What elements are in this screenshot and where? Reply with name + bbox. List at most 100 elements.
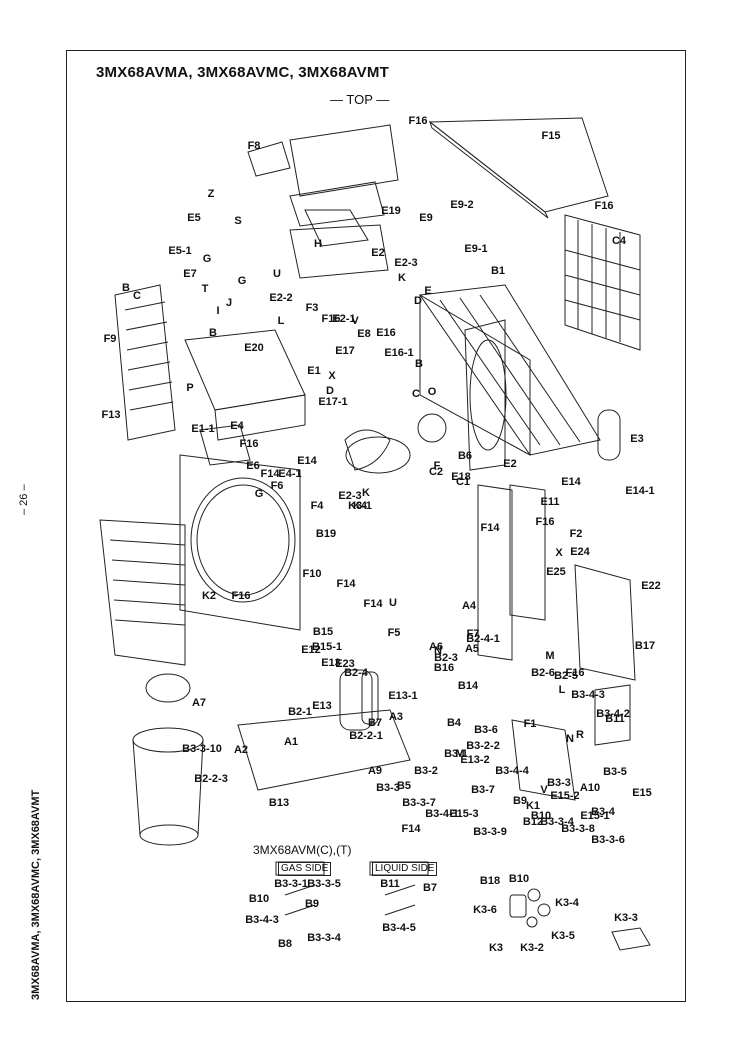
part-label: C2 [428, 466, 444, 478]
part-label: E7 [183, 268, 197, 280]
part-label: E11 [540, 496, 560, 508]
part-label: E9-1 [464, 243, 488, 255]
part-label: S [234, 215, 242, 227]
part-label: F16 [321, 313, 341, 325]
part-label: B18 [479, 875, 501, 887]
part-label: E9 [419, 212, 433, 224]
part-label: C1 [455, 476, 471, 488]
part-label: E [424, 285, 432, 297]
part-label: R [576, 729, 584, 741]
part-label: B3-3-4 [540, 816, 574, 828]
part-label: B2-6 [531, 667, 555, 679]
part-label: E14-1 [625, 485, 655, 497]
part-label: E23 [335, 658, 355, 670]
part-label: B3-3 [547, 777, 571, 789]
part-label: B3-2 [414, 765, 438, 777]
part-label: H [314, 238, 322, 250]
part-label: B7 [367, 717, 383, 729]
diagram-frame [66, 50, 686, 1002]
part-label: B3-4-4 [495, 765, 529, 777]
part-label: K [398, 272, 406, 284]
part-label: K3-5 [551, 930, 575, 942]
part-label: E1-1 [191, 423, 215, 435]
part-label: E6 [246, 460, 260, 472]
part-label: G [254, 488, 264, 500]
part-label: A3 [388, 711, 404, 723]
gas-side-label: GAS SIDE [278, 862, 332, 876]
part-label: B3-3-5 [307, 878, 341, 890]
part-label: U [389, 597, 397, 609]
part-label: B3-4-2 [596, 708, 630, 720]
part-label: J [225, 297, 233, 309]
part-label: E14 [297, 455, 317, 467]
part-label: B2-3 [434, 652, 458, 664]
part-label: F5 [387, 627, 401, 639]
part-label: E13-1 [388, 690, 418, 702]
part-label: A10 [579, 782, 601, 794]
part-label: E3 [630, 433, 644, 445]
part-label: B13 [268, 797, 290, 809]
part-label: B15 [312, 626, 334, 638]
part-label: B6 [457, 450, 473, 462]
part-label: E15-3 [449, 808, 479, 820]
part-label: V [540, 784, 548, 796]
part-label: F7 [466, 628, 480, 640]
part-label: E13 [312, 700, 332, 712]
part-label: B2-4 [344, 667, 368, 679]
liquid-side-label: LIQUID SIDE [372, 862, 438, 876]
part-label: T [201, 283, 209, 295]
part-label: D [326, 385, 334, 397]
part-label: A6 [428, 641, 444, 653]
part-label: E2 [503, 458, 517, 470]
part-label: F3 [305, 302, 319, 314]
part-label: K1 [525, 800, 541, 812]
part-label: A7 [191, 697, 207, 709]
part-label: E17 [335, 345, 355, 357]
part-label: E18 [451, 471, 471, 483]
part-label: B8 [277, 938, 293, 950]
part-label: B11 [605, 713, 625, 725]
part-label: F15 [541, 130, 561, 142]
part-label: F16 [535, 516, 555, 528]
part-label: F1 [523, 718, 537, 730]
part-label: B2-2-3 [194, 773, 228, 785]
part-label: G [237, 275, 247, 287]
part-label: E12 [301, 644, 321, 656]
part-label: F9 [103, 333, 117, 345]
part-label: F16 [231, 590, 251, 602]
part-label: E4-1 [278, 468, 302, 480]
part-label: B3-3-8 [561, 823, 595, 835]
part-label: F16 [594, 200, 614, 212]
part-label: B2-1 [288, 706, 312, 718]
part-label: L [558, 684, 566, 696]
part-label: M [455, 748, 465, 760]
part-label: A1 [283, 736, 299, 748]
part-label: E2 [371, 247, 385, 259]
part-label: K4 [352, 500, 368, 512]
part-label: A5 [464, 643, 480, 655]
part-label: B3-3-7 [402, 797, 436, 809]
part-label: B10 [508, 873, 530, 885]
part-label: K3-2 [520, 942, 544, 954]
part-label: B3-4-3 [571, 689, 605, 701]
part-label: B3-7 [471, 784, 495, 796]
part-label: E15-1 [580, 810, 610, 822]
part-label: F4 [310, 500, 324, 512]
part-label: E24 [570, 546, 590, 558]
part-label: E2-3 [394, 257, 418, 269]
part-label: B1 [490, 265, 506, 277]
part-label: F16 [239, 438, 259, 450]
part-label: M [545, 650, 555, 662]
part-label: E16-1 [384, 347, 414, 359]
part-label: B5 [396, 780, 412, 792]
part-label: E19 [381, 205, 401, 217]
part-label: B19 [315, 528, 337, 540]
part-label: B15-1 [312, 641, 342, 653]
part-label: A2 [233, 744, 249, 756]
part-label: D [414, 295, 422, 307]
part-label: B [415, 358, 423, 370]
part-label: E16 [376, 327, 396, 339]
part-label: E2-3 [338, 490, 362, 502]
part-label: P [186, 382, 194, 394]
part-label: E1 [307, 365, 321, 377]
